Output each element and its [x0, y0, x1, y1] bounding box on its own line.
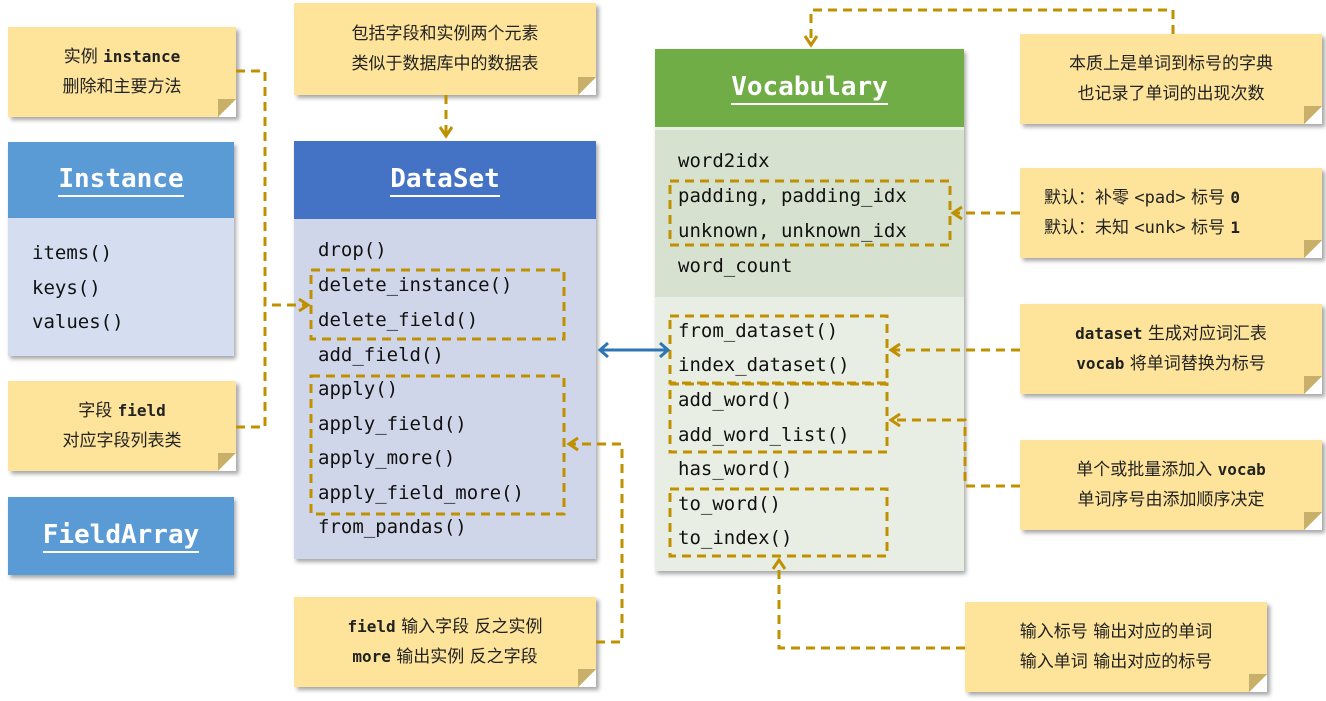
dataset-method: drop(): [318, 239, 387, 261]
field-note-cn: 字段: [78, 401, 113, 421]
dataset-method: apply_field(): [318, 413, 467, 435]
dataset-method: apply_more(): [318, 447, 456, 469]
instance-header: Instance: [8, 142, 234, 218]
vocab-note: 本质上是单词到标号的字典 也记录了单词的出现次数: [1020, 34, 1322, 124]
vocabulary-attribute: word2idx: [678, 150, 770, 172]
vocabulary-method: add_word_list(): [678, 424, 850, 446]
default-note-num1: 0: [1230, 188, 1241, 207]
vocabulary-attribute: unknown, unknown_idx: [678, 220, 907, 242]
apply-note-code1: field: [347, 617, 396, 636]
default-note-cn2: 默认：未知: [1044, 218, 1129, 238]
instance-class: Instance items() keys() values(): [8, 142, 234, 356]
default-note-code1: <pad>: [1134, 188, 1186, 208]
dataset-method: delete_field(): [318, 309, 479, 331]
vocabulary-method: index_dataset(): [678, 354, 850, 376]
vocabulary-title: Vocabulary: [731, 71, 888, 105]
add-note-line1: 单个或批量添加入: [1076, 460, 1213, 480]
instance-title: Instance: [58, 163, 184, 197]
dataset-vocab-note-line2: 将单词替换为标号: [1129, 354, 1266, 374]
fieldarray-title: FieldArray: [42, 519, 200, 553]
field-note: 字段 field 对应字段列表类: [8, 381, 236, 471]
dataset-header: DataSet: [294, 141, 596, 219]
dataset-method: apply_field_more(): [318, 482, 524, 504]
default-note-tail2: 标号: [1191, 218, 1225, 238]
fieldarray-class: FieldArray: [8, 497, 234, 575]
vocabulary-header: Vocabulary: [655, 49, 964, 127]
vocabulary-method: to_index(): [678, 527, 793, 549]
vocab-note-line2: 也记录了单词的出现次数: [1077, 84, 1265, 104]
default-note-code2: <unk>: [1134, 218, 1186, 238]
dataset-method: add_field(): [318, 344, 444, 366]
apply-note-code2: more: [352, 647, 391, 666]
field-note-code: field: [117, 401, 166, 420]
arrowhead-left: [597, 341, 609, 359]
dataset-note-line2: 类似于数据库中的数据表: [351, 54, 539, 74]
default-note-num2: 1: [1230, 218, 1241, 237]
connector-field-note: [236, 305, 267, 429]
dataset-vocab-note-code1: dataset: [1075, 324, 1143, 343]
apply-note-line1: 输入字段 反之实例: [401, 617, 543, 637]
dataset-note-line1: 包括字段和实例两个元素: [351, 24, 539, 44]
instance-note: 实例 instance 删除和主要方法: [8, 27, 236, 117]
vocab-note-line1: 本质上是单词到标号的字典: [1069, 54, 1273, 74]
dataset-note: 包括字段和实例两个元素 类似于数据库中的数据表: [294, 3, 596, 95]
field-note-line2: 对应字段列表类: [62, 431, 182, 451]
dataset-method: apply(): [318, 378, 399, 400]
default-note-cn1: 默认：补零: [1044, 188, 1129, 208]
instance-note-code: instance: [103, 47, 181, 66]
dataset-method: from_pandas(): [318, 516, 467, 538]
apply-note: field 输入字段 反之实例 more 输出实例 反之字段: [294, 597, 596, 687]
dataset-method: delete_instance(): [318, 274, 513, 296]
instance-note-cn: 实例: [63, 47, 98, 67]
vocabulary-method: has_word(): [678, 458, 793, 480]
convert-note: 输入标号 输出对应的单词 输入单词 输出对应的标号: [965, 602, 1267, 692]
instance-method: values(): [32, 311, 124, 333]
arrowhead: [803, 35, 819, 48]
dataset-vocab-note-line1: 生成对应词汇表: [1147, 324, 1267, 344]
apply-note-line2: 输出实例 反之字段: [396, 647, 538, 667]
vocabulary-method: from_dataset(): [678, 320, 839, 342]
add-note: 单个或批量添加入 vocab 单词序号由添加顺序决定: [1020, 440, 1322, 530]
instance-note-line2: 删除和主要方法: [62, 77, 182, 97]
instance-method: keys(): [32, 277, 101, 299]
default-note: 默认：补零 <pad> 标号 0 默认：未知 <unk> 标号 1: [1020, 168, 1322, 258]
add-note-line2: 单词序号由添加顺序决定: [1077, 490, 1265, 510]
add-note-code: vocab: [1217, 460, 1266, 479]
vocabulary-attribute: padding, padding_idx: [678, 185, 907, 207]
vocabulary-method: to_word(): [678, 493, 781, 515]
dataset-vocab-note-code2: vocab: [1076, 354, 1125, 373]
connector-convert-note: [777, 564, 965, 650]
vocabulary-attribute: word_count: [678, 255, 793, 277]
vocabulary-method: add_word(): [678, 389, 793, 411]
arrowhead: [438, 126, 454, 139]
convert-note-line1: 输入标号 输出对应的单词: [1019, 622, 1213, 642]
dataset-title: DataSet: [390, 163, 500, 197]
default-note-tail1: 标号: [1191, 188, 1225, 208]
dataset-class: DataSet drop() delete_instance() delete_…: [294, 141, 596, 559]
vocabulary-class: Vocabulary word2idx padding, padding_idx…: [655, 49, 964, 571]
convert-note-line2: 输入单词 输出对应的标号: [1019, 652, 1213, 672]
dataset-vocab-note: dataset 生成对应词汇表 vocab 将单词替换为标号: [1020, 304, 1322, 394]
instance-method: items(): [32, 242, 113, 264]
